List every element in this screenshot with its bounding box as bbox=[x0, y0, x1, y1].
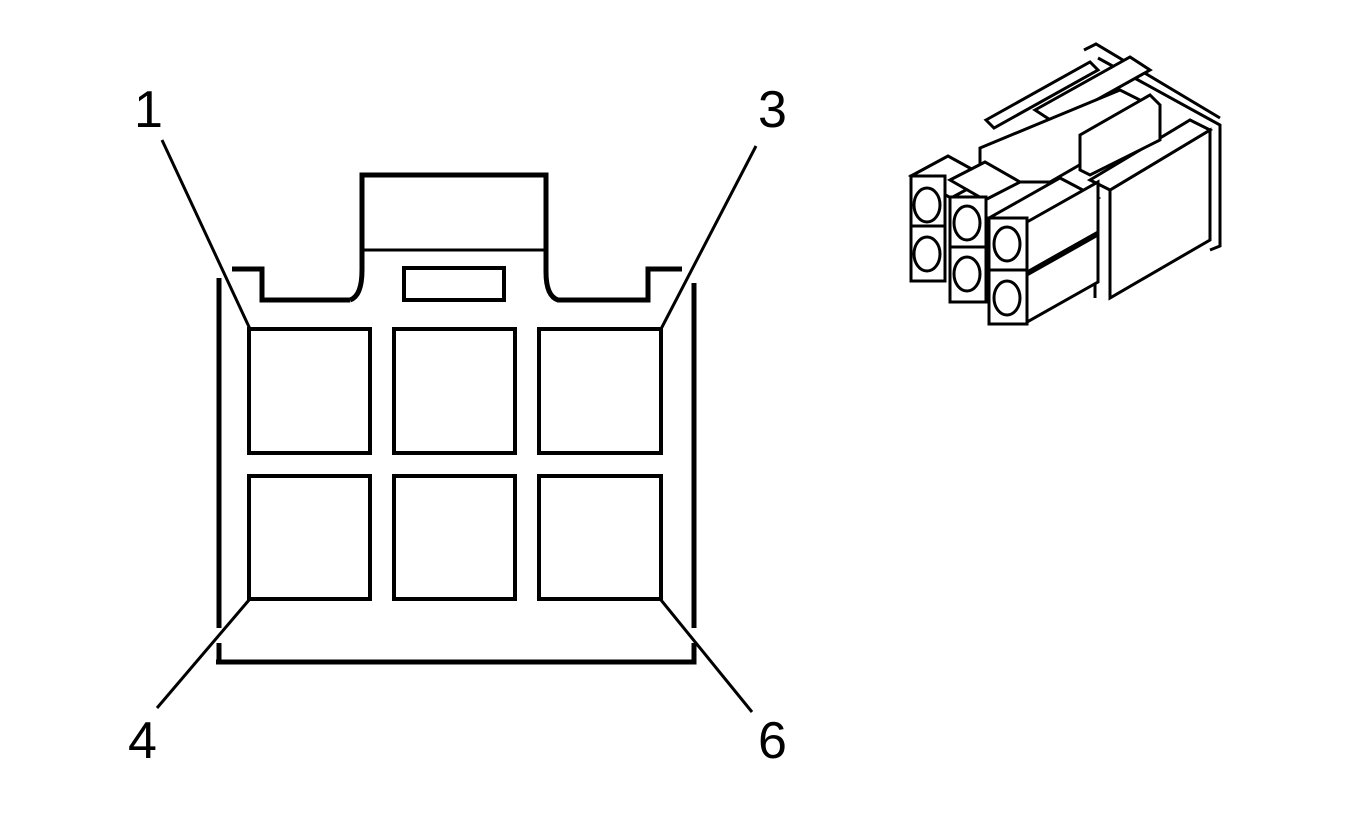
pin-cavity-4 bbox=[247, 474, 372, 601]
pin-cavity-1 bbox=[247, 327, 372, 455]
latch-window bbox=[402, 266, 506, 302]
pin-label-1: 1 bbox=[134, 81, 163, 139]
pin-cavity-5 bbox=[392, 474, 517, 601]
pin-label-6: 6 bbox=[758, 712, 787, 770]
leader-lines bbox=[155, 139, 758, 713]
leader-line-3 bbox=[659, 145, 758, 330]
pin-cavities bbox=[247, 327, 663, 601]
pin-cavity-6 bbox=[537, 474, 663, 601]
leader-line-4 bbox=[155, 599, 251, 709]
connector-housing bbox=[216, 172, 697, 665]
pin-label-3: 3 bbox=[758, 81, 787, 139]
pin-label-4: 4 bbox=[128, 712, 157, 770]
pin-cavity-3 bbox=[537, 327, 663, 455]
leader-line-1 bbox=[160, 139, 252, 330]
connector-isometric-illustration bbox=[907, 42, 1222, 326]
leader-line-6 bbox=[659, 599, 754, 713]
pin-cavity-2 bbox=[392, 327, 517, 455]
